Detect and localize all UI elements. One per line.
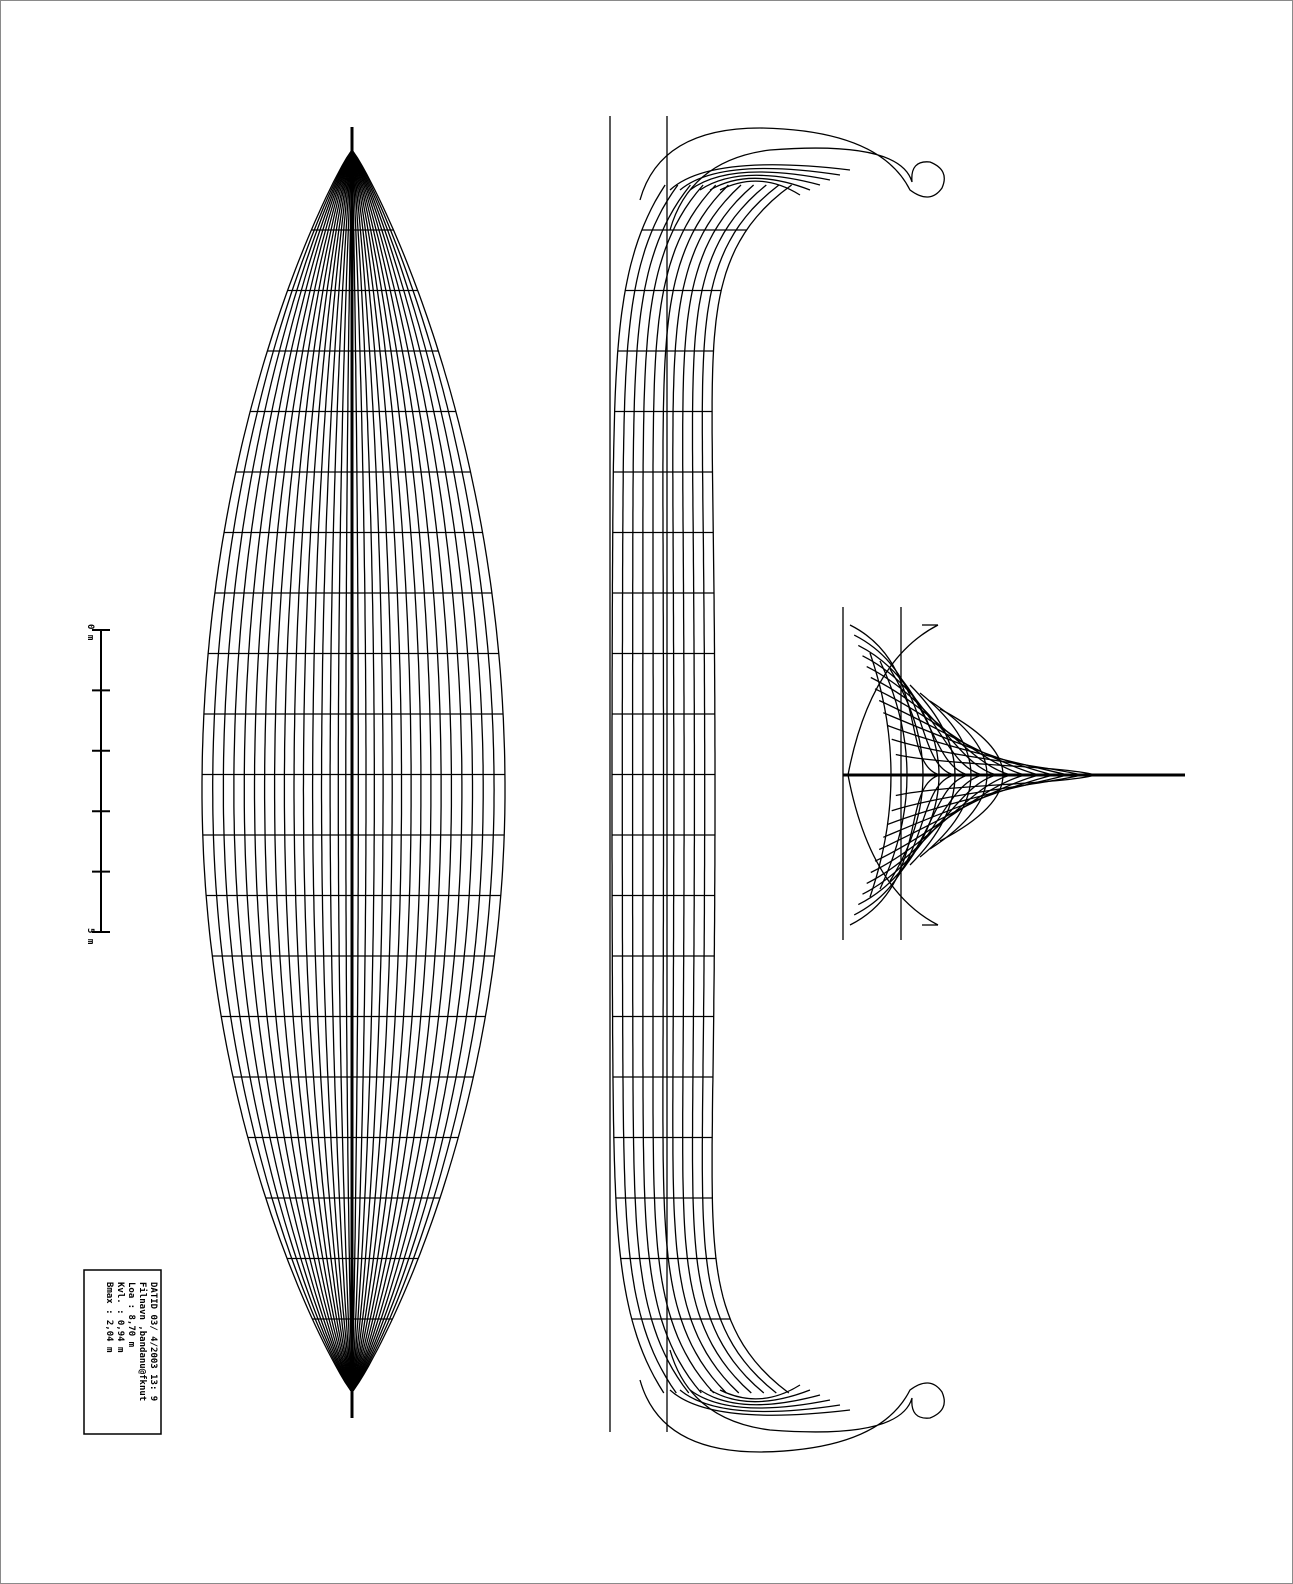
info-block-border bbox=[83, 1269, 162, 1435]
body-diagonal bbox=[899, 676, 940, 874]
plan-view bbox=[201, 127, 506, 1418]
profile-plank-line bbox=[611, 184, 666, 1394]
body-section-upper bbox=[862, 655, 983, 776]
body-diagonal bbox=[939, 708, 1004, 842]
body-section-upper bbox=[891, 738, 1082, 776]
profile-plank-line bbox=[691, 184, 767, 1394]
body-section-lower bbox=[883, 774, 1054, 838]
body-diagonal bbox=[879, 660, 908, 890]
stem-plank-curve bbox=[679, 167, 841, 191]
body-section-upper bbox=[866, 666, 997, 776]
body-section-upper bbox=[849, 624, 941, 776]
stem-plank-curve bbox=[669, 164, 851, 191]
stem-plank-curve bbox=[689, 171, 831, 191]
stern-plank-curve bbox=[719, 1384, 801, 1400]
body-section-upper bbox=[883, 712, 1054, 776]
body-diagonal bbox=[929, 700, 988, 850]
info-line-4: Kvl. : 0,94 m bbox=[115, 1282, 125, 1353]
info-line-1: DATID 03/ 4/2003 13: 9 bbox=[148, 1282, 158, 1401]
body-section-lower bbox=[853, 774, 955, 916]
profile-view bbox=[609, 116, 945, 1453]
body-section-upper bbox=[853, 634, 955, 776]
scale-bar bbox=[92, 629, 110, 933]
stern-plank-curve bbox=[689, 1389, 831, 1409]
profile-plank-line bbox=[662, 184, 729, 1394]
body-diagonal bbox=[919, 692, 972, 858]
body-diagonal bbox=[869, 652, 892, 898]
stem-plank-curve bbox=[699, 174, 821, 191]
info-block: DATID 03/ 4/2003 13: 9 Filnavn ,bandanu@… bbox=[83, 1269, 162, 1435]
plan-waterline-right bbox=[351, 149, 474, 1393]
stern-plank-curve bbox=[699, 1389, 821, 1406]
profile-plank-line bbox=[621, 184, 679, 1394]
stem-plank-curve bbox=[719, 180, 801, 196]
scale-ticks bbox=[92, 629, 110, 933]
stern-plank-curve bbox=[669, 1389, 851, 1416]
scale-end-label: 5 m bbox=[85, 928, 95, 945]
info-line-3: Loa : 8,70 m bbox=[126, 1282, 136, 1348]
stern-plank-curve bbox=[709, 1389, 811, 1403]
body-sheer-outline bbox=[847, 624, 939, 926]
stem-scroll bbox=[639, 127, 945, 231]
body-section-lower bbox=[862, 774, 983, 895]
body-section-lower bbox=[887, 774, 1068, 826]
plan-waterline-left bbox=[233, 149, 353, 1393]
stern-plank-curve bbox=[679, 1389, 841, 1413]
scale-start-label: 0 m bbox=[85, 624, 95, 641]
body-diagonal bbox=[889, 668, 924, 882]
body-section-upper bbox=[887, 724, 1068, 776]
profile-plank-line bbox=[631, 184, 691, 1394]
info-line-2: Filnavn ,bandanu@fknut bbox=[137, 1282, 148, 1401]
info-line-5: Bmax : 2,04 m bbox=[104, 1282, 114, 1353]
plan-waterline-left bbox=[222, 149, 353, 1393]
profile-plank-line bbox=[652, 184, 717, 1394]
body-section-lower bbox=[866, 774, 997, 884]
profile-plank-line bbox=[682, 184, 755, 1394]
body-section-lower bbox=[849, 774, 941, 926]
stem-plank-curve bbox=[709, 177, 811, 191]
body-section-upper bbox=[874, 688, 1026, 776]
body-section-lower bbox=[891, 774, 1082, 812]
plan-waterline-right bbox=[351, 149, 484, 1393]
profile-plank-line bbox=[701, 184, 780, 1394]
profile-plank-line bbox=[642, 184, 704, 1394]
stern-scroll bbox=[639, 1349, 945, 1453]
profile-plank-line bbox=[711, 184, 792, 1394]
body-section-lower bbox=[870, 774, 1011, 874]
profile-plank-line bbox=[672, 184, 742, 1394]
body-section-upper bbox=[870, 676, 1011, 776]
body-section-lower bbox=[874, 774, 1026, 862]
body-plan bbox=[842, 607, 1185, 940]
body-diagonal bbox=[909, 684, 956, 866]
